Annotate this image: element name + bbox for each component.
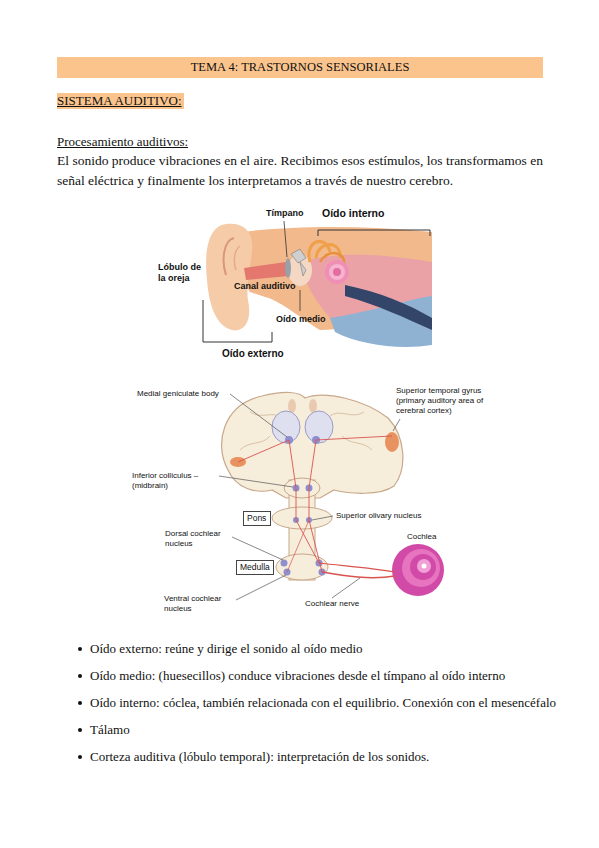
auditory-pathway-illustration-part bbox=[236, 575, 286, 600]
ear-illustration-part bbox=[284, 221, 287, 257]
page-title: TEMA 4: TRASTORNOS SENSORIALES bbox=[57, 57, 543, 78]
ear-illustration-part bbox=[333, 268, 341, 276]
auditory-pathway-illustration-part bbox=[287, 520, 309, 572]
ear-illustration-part bbox=[300, 290, 301, 311]
part-label: Superior olivary nucleus bbox=[336, 511, 421, 521]
bullet-text: Oído medio: (huesecillos) conduce vibrac… bbox=[90, 668, 560, 684]
auditory-pathway-illustration-part bbox=[319, 563, 395, 572]
bullet-dot bbox=[78, 755, 82, 759]
bullet-text: Tálamo bbox=[90, 722, 560, 738]
ear-illustration-part bbox=[318, 230, 430, 236]
part-label: Canal auditivo bbox=[234, 281, 296, 292]
section-heading: SISTEMA AUDITIVO: bbox=[57, 93, 184, 109]
part-label: Medial geniculate body bbox=[137, 389, 219, 399]
ear-illustration-part bbox=[244, 262, 288, 280]
part-label: Cochlea bbox=[407, 532, 436, 542]
part-label: Oído medio bbox=[276, 314, 326, 325]
auditory-pathway-illustration-part bbox=[222, 392, 403, 498]
auditory-pathway-illustration-part bbox=[385, 432, 399, 452]
part-label: Oído externo bbox=[222, 347, 284, 360]
subheading: Procesamiento auditivos: bbox=[57, 134, 188, 150]
ear-illustration-part bbox=[345, 285, 432, 330]
auditory-pathway-illustration-part bbox=[322, 572, 395, 578]
structure-box: Pons bbox=[243, 511, 271, 526]
part-label: Dorsal cochlear nucleus bbox=[165, 529, 231, 549]
auditory-pathway-illustration-part bbox=[232, 537, 283, 560]
auditory-pathway-illustration-part bbox=[312, 516, 333, 520]
part-label: Inferior colliculus – (midbrain) bbox=[132, 471, 220, 491]
auditory-pathway-illustration-part bbox=[393, 419, 400, 431]
ear-illustration-part bbox=[329, 264, 345, 280]
box-label: Pons bbox=[247, 513, 267, 524]
part-label: Tímpano bbox=[266, 208, 304, 219]
auditory-pathway-illustration-part bbox=[272, 507, 332, 529]
bullet-text: Corteza auditiva (lóbulo temporal): inte… bbox=[90, 749, 560, 765]
auditory-pathway-illustration-part bbox=[238, 440, 319, 563]
title-band: TEMA 4: TRASTORNOS SENSORIALES bbox=[57, 57, 543, 78]
auditory-pathway-illustration-part bbox=[230, 394, 287, 437]
part-label: Oído interno bbox=[322, 207, 384, 220]
bullet-text: Oído interno: cóclea, también relacionad… bbox=[90, 695, 560, 711]
bullet-dot bbox=[78, 728, 82, 732]
part-label: Superior temporal gyrus (primary auditor… bbox=[396, 386, 504, 416]
ear-illustration-part bbox=[285, 258, 291, 278]
ear-illustration-part bbox=[325, 260, 349, 284]
ear-illustration-part bbox=[316, 245, 340, 259]
auditory-pathway-illustration-part bbox=[392, 544, 444, 596]
auditory-pathway-illustration-part bbox=[219, 476, 293, 487]
auditory-pathway-illustration-part bbox=[272, 411, 300, 443]
bullet-dot bbox=[78, 701, 82, 705]
auditory-pathway-illustration-part bbox=[281, 560, 288, 567]
auditory-pathway-illustration-part bbox=[309, 436, 392, 572]
structure-box: Medulla bbox=[236, 560, 274, 575]
auditory-pathway-illustration-part bbox=[422, 564, 427, 569]
part-label: Ventral cochlear nucleus bbox=[164, 594, 234, 614]
ear-illustration-part bbox=[234, 246, 240, 270]
bullet-text: Oído externo: reúne y dirige el sonido a… bbox=[90, 641, 560, 657]
auditory-pathway-illustration bbox=[219, 392, 444, 600]
ear-illustration bbox=[203, 221, 432, 347]
box-label: Medulla bbox=[240, 562, 270, 573]
ear-illustration-part bbox=[224, 238, 234, 275]
auditory-pathway-illustration-part bbox=[240, 412, 372, 450]
ear-illustration-part bbox=[206, 224, 252, 331]
part-label: Lóbulo de la oreja bbox=[158, 262, 204, 284]
bullet-dot bbox=[78, 647, 82, 651]
auditory-pathway-illustration-part bbox=[284, 478, 320, 498]
auditory-pathway-illustration-part bbox=[410, 554, 436, 580]
ear-illustration-part bbox=[291, 249, 306, 263]
auditory-pathway-illustration-part bbox=[305, 411, 333, 443]
part-label: Cochlear nerve bbox=[305, 599, 359, 609]
ear-illustration-part bbox=[203, 300, 272, 342]
auditory-pathway-illustration-part bbox=[402, 549, 440, 587]
paragraph: El sonido produce vibraciones en el aire… bbox=[57, 151, 543, 191]
auditory-pathway-illustration-part bbox=[417, 559, 431, 573]
bullet-dot bbox=[78, 674, 82, 678]
ear-illustration-part bbox=[300, 262, 306, 276]
auditory-pathway-illustration-part bbox=[332, 578, 360, 598]
